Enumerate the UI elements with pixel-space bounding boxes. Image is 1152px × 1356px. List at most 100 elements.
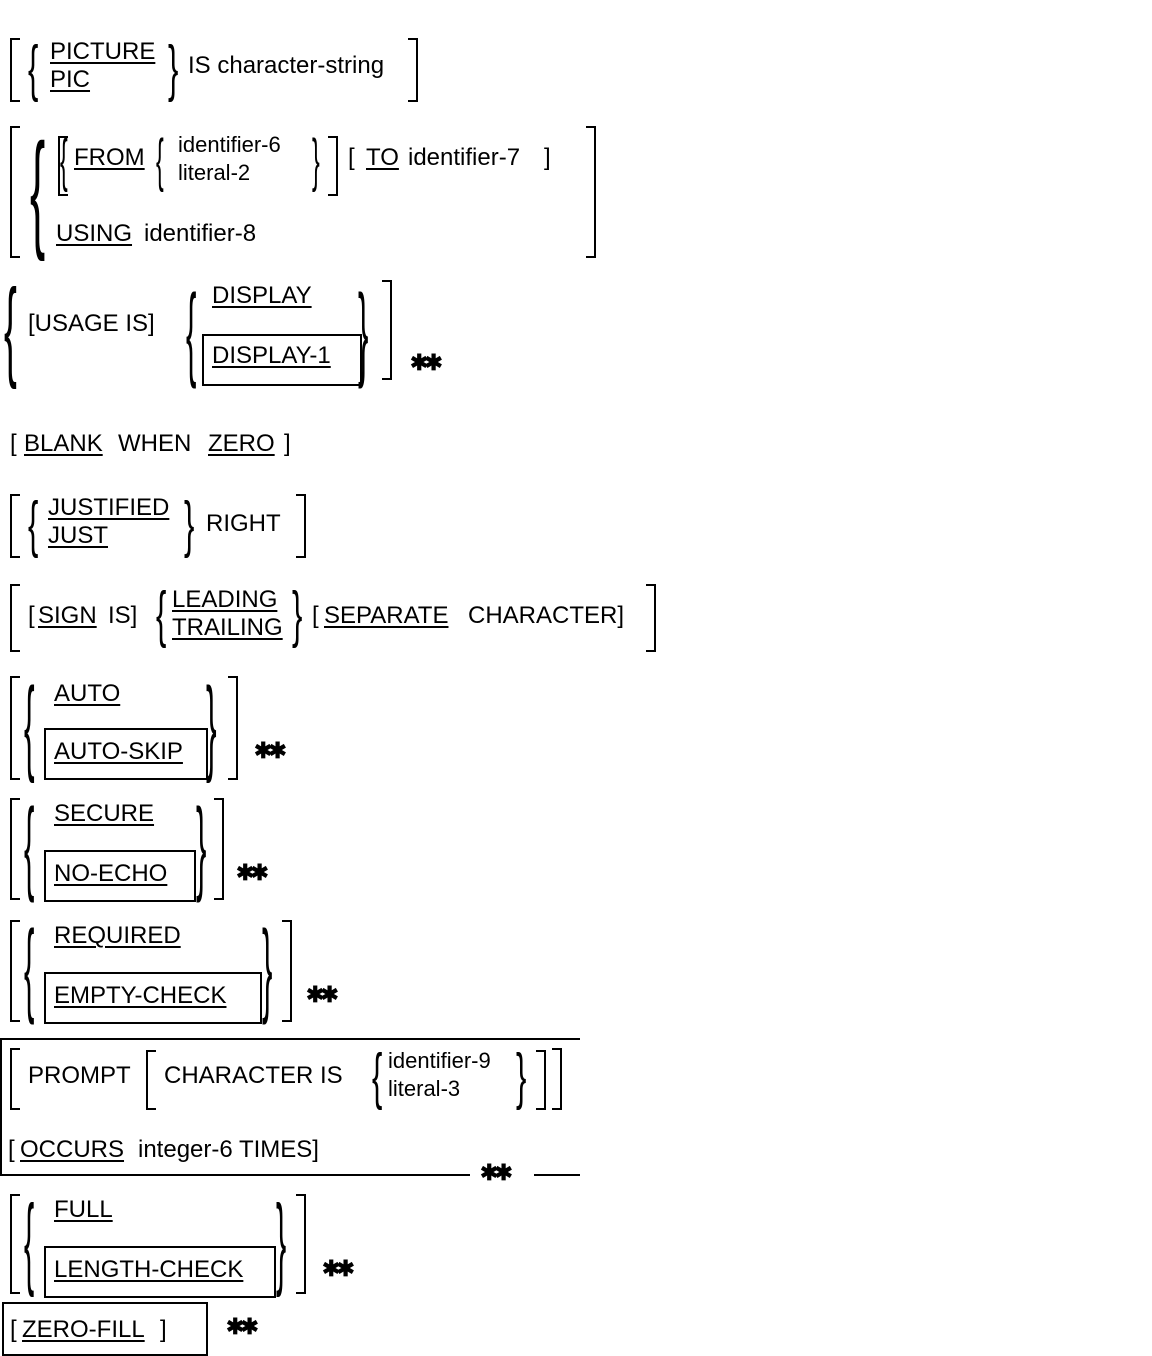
- using-argument: identifier-8: [144, 220, 257, 247]
- separate-open-bracket: [: [312, 602, 319, 629]
- left-bracket: [10, 920, 20, 1022]
- options-right-brace: }: [516, 1042, 527, 1111]
- close-bracket: ]: [160, 1316, 167, 1343]
- left-brace: {: [24, 666, 35, 784]
- from-option-identifier: identifier-6: [178, 132, 281, 157]
- right-bracket: [228, 676, 238, 780]
- pic-keyword: PIC: [50, 66, 91, 93]
- left-brace: {: [24, 910, 35, 1026]
- extension-box: [44, 850, 196, 902]
- to-keyword: TO: [366, 144, 399, 171]
- right-bracket: [282, 920, 292, 1022]
- inner-left-brace: {: [60, 128, 68, 193]
- right-brace: }: [262, 910, 273, 1026]
- open-bracket: [: [10, 1316, 17, 1343]
- close-bracket: ]: [284, 430, 291, 457]
- left-bracket: [10, 126, 20, 258]
- sign-is: IS]: [108, 602, 138, 629]
- extension-marker-icon: ✱✱: [254, 738, 287, 763]
- justified-keyword: JUSTIFIED: [48, 494, 170, 521]
- left-brace: {: [24, 788, 35, 904]
- extension-box: [2, 1302, 208, 1356]
- options-right-brace: }: [292, 580, 303, 649]
- prompt-option-literal: literal-3: [388, 1076, 461, 1101]
- prompt-option-identifier: identifier-9: [388, 1048, 491, 1073]
- left-bracket: [10, 584, 20, 652]
- leading-keyword: LEADING: [172, 586, 278, 613]
- right-bracket: [408, 38, 418, 102]
- right-brace: }: [276, 1184, 287, 1298]
- occurs-keyword: OCCURS: [20, 1136, 125, 1163]
- sign-keyword: SIGN: [38, 602, 97, 629]
- extension-box-bottom-right: [534, 1174, 580, 1176]
- blank-keyword: BLANK: [24, 430, 103, 457]
- auto-keyword: AUTO: [54, 680, 121, 707]
- character-is: CHARACTER IS: [164, 1062, 343, 1089]
- options-left-brace: {: [156, 580, 167, 649]
- from-option-literal: literal-2: [178, 160, 251, 185]
- inner-left-bracket: [58, 136, 68, 196]
- auto-skip-keyword: AUTO-SKIP: [54, 738, 183, 765]
- extension-box: [44, 1246, 276, 1298]
- picture-keyword: PICTURE: [50, 38, 156, 65]
- right-bracket: [646, 584, 656, 652]
- open-bracket: [: [10, 430, 17, 457]
- right-bracket: [296, 494, 306, 558]
- extension-box: [202, 334, 362, 386]
- usage-is-lead: [USAGE IS]: [28, 310, 155, 337]
- from-keyword: FROM: [74, 144, 145, 171]
- left-brace: {: [24, 1184, 35, 1298]
- extension-box-top: [0, 1038, 580, 1040]
- extension-box: [44, 972, 262, 1024]
- no-echo-keyword: NO-ECHO: [54, 860, 168, 887]
- using-keyword: USING: [56, 220, 133, 247]
- empty-check-keyword: EMPTY-CHECK: [54, 982, 227, 1009]
- occurs-tail: integer-6 TIMES]: [138, 1136, 319, 1163]
- extension-box-left: [0, 1038, 2, 1176]
- options-right-brace: }: [358, 274, 369, 390]
- right-brace: }: [168, 34, 179, 103]
- extension-marker-icon: ✱✱: [410, 350, 443, 375]
- options-right-brace: }: [312, 128, 320, 193]
- left-bracket: [10, 494, 20, 558]
- usage-option-display: DISPLAY: [212, 282, 312, 309]
- right-bracket: [382, 280, 392, 380]
- inner-right-bracket: [536, 1050, 546, 1110]
- left-bracket: [10, 1194, 20, 1294]
- prompt-keyword: PROMPT: [28, 1062, 131, 1089]
- to-argument: identifier-7: [408, 144, 521, 171]
- just-keyword: JUST: [48, 522, 108, 549]
- zero-fill-keyword: ZERO-FILL: [22, 1316, 145, 1343]
- options-left-brace: {: [372, 1042, 383, 1111]
- extension-marker-icon: ✱✱: [226, 1314, 259, 1339]
- zero-keyword: ZERO: [208, 430, 275, 457]
- right-brace: }: [184, 490, 195, 559]
- extension-marker-icon: ✱✱: [322, 1256, 355, 1281]
- left-brace: {: [4, 267, 17, 390]
- extension-marker-icon: ✱✱: [480, 1160, 513, 1185]
- extension-box-bottom-left: [0, 1174, 470, 1176]
- options-left-brace: {: [186, 274, 197, 390]
- left-brace: {: [28, 490, 39, 559]
- extension-marker-icon: ✱✱: [306, 982, 339, 1007]
- left-bracket: [10, 1048, 20, 1110]
- right-bracket: [214, 798, 224, 900]
- left-brace: {: [28, 34, 39, 103]
- right-keyword: RIGHT: [206, 510, 281, 537]
- right-bracket: [296, 1194, 306, 1294]
- trailing-keyword: TRAILING: [172, 614, 283, 641]
- left-bracket: [10, 38, 20, 102]
- extension-box: [44, 728, 208, 780]
- usage-option-display-1: DISPLAY-1: [212, 342, 331, 369]
- extension-marker-icon: ✱✱: [236, 860, 269, 885]
- character-tail: CHARACTER]: [468, 602, 625, 629]
- full-keyword: FULL: [54, 1196, 113, 1223]
- to-close-bracket: ]: [544, 144, 551, 171]
- to-open-bracket: [: [348, 144, 355, 171]
- picture-tail: IS character-string: [188, 52, 385, 79]
- options-left-brace: {: [156, 128, 164, 193]
- secure-keyword: SECURE: [54, 800, 155, 827]
- left-bracket: [10, 798, 20, 900]
- separate-keyword: SEPARATE: [324, 602, 449, 629]
